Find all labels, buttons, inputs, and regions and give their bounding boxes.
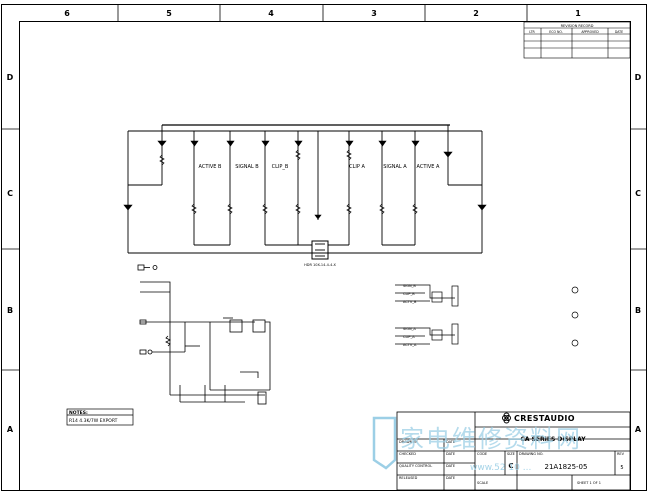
revision-header-date: DATE <box>615 30 623 34</box>
crest-logo-icon <box>502 412 511 424</box>
revision-table-title: REVISION RECORD <box>561 24 594 28</box>
watermark-logo-icon <box>372 416 397 470</box>
zone-row-a-right: A <box>635 425 642 434</box>
label-signal-b: SIGNAL B <box>235 164 259 170</box>
label-signal-a: SIGNAL A <box>383 164 407 170</box>
label-code: CODE <box>477 452 487 456</box>
label-date-1: DATE <box>446 440 455 444</box>
revision-header-ltr: LTR <box>529 30 535 34</box>
zone-row-a-left: A <box>7 425 14 434</box>
header-top-pin-3: ACTV_B <box>403 300 417 304</box>
drawing-title: CA SERIES DISPLAY <box>520 436 586 443</box>
zone-row-d-left: D <box>7 73 14 82</box>
revision-header-eco: ECO NO. <box>549 30 563 34</box>
label-released: RELEASED <box>399 476 418 480</box>
zone-row-b-left: B <box>7 306 13 315</box>
sheet-number: SHEET 1 OF 1 <box>577 481 601 485</box>
header-bottom-pin-3: ACTV_A <box>403 343 417 347</box>
right-headers <box>395 284 579 347</box>
power-section <box>137 264 271 405</box>
connector-label: HDR 10X-14-4-4-X <box>304 263 336 267</box>
label-date-3: DATE <box>446 464 455 468</box>
rev-value: 5 <box>620 465 623 471</box>
label-rev: REV <box>617 452 625 456</box>
zone-ticks <box>1 4 647 371</box>
label-drawn-by: DRAWN BY <box>399 440 419 444</box>
header-bottom-pin-1: SIGN_A <box>403 327 416 331</box>
label-quality-control: QUALITY CONTROL <box>399 464 432 468</box>
size-value: C <box>508 462 513 470</box>
label-date-4: DATE <box>446 476 455 480</box>
header-bottom-pin-2: CLIP_A <box>403 335 415 339</box>
watermark-url: www.52 10 ... <box>470 463 531 473</box>
label-active-a: ACTIVE A <box>417 164 441 170</box>
zone-col-3: 3 <box>371 9 377 18</box>
header-top-pin-2: CLIP_B <box>403 292 415 296</box>
label-clip-b: CLIP_B <box>272 164 289 170</box>
revision-header-approved: APPROVED <box>581 30 599 34</box>
zone-col-5: 5 <box>166 9 172 18</box>
header-top-pin-1: SIGN_B <box>403 284 416 288</box>
led-symbols <box>123 140 487 220</box>
notes-box <box>66 408 134 426</box>
zone-col-6: 6 <box>64 9 70 18</box>
label-drawing-no: DRAWING NO. <box>519 452 543 456</box>
zone-row-c-right: C <box>635 189 641 198</box>
label-clip-a: CLIP A <box>349 164 365 170</box>
zone-col-2: 2 <box>473 9 479 18</box>
label-checked: CHECKED <box>399 452 416 456</box>
watermark-chinese: 家电维修资料网 <box>400 425 582 453</box>
title-block <box>396 411 631 491</box>
notes-text: R14 4.3K/7W EXPORT <box>69 418 118 424</box>
watermark: 家电维修资料网 www.52 10 ... <box>372 416 582 473</box>
label-date-2: DATE <box>446 452 455 456</box>
sheet-border <box>1 4 647 491</box>
zone-row-d-right: D <box>635 73 642 82</box>
zone-col-1: 1 <box>575 9 581 18</box>
notes-title: NOTES: <box>69 410 88 416</box>
drawing-number: 21A1825-05 <box>545 463 588 471</box>
label-active-b: ACTIVE B <box>199 164 223 170</box>
zone-row-c-left: C <box>7 189 13 198</box>
label-scale: SCALE <box>477 481 488 485</box>
zone-row-b-right: B <box>635 306 641 315</box>
zone-col-4: 4 <box>268 9 274 18</box>
label-size: SIZE <box>507 452 515 456</box>
resistor-symbols <box>159 149 418 215</box>
company-logo-text: CRESTAUDIO <box>514 414 575 423</box>
revision-table <box>523 21 631 59</box>
led-schematic <box>127 124 483 260</box>
